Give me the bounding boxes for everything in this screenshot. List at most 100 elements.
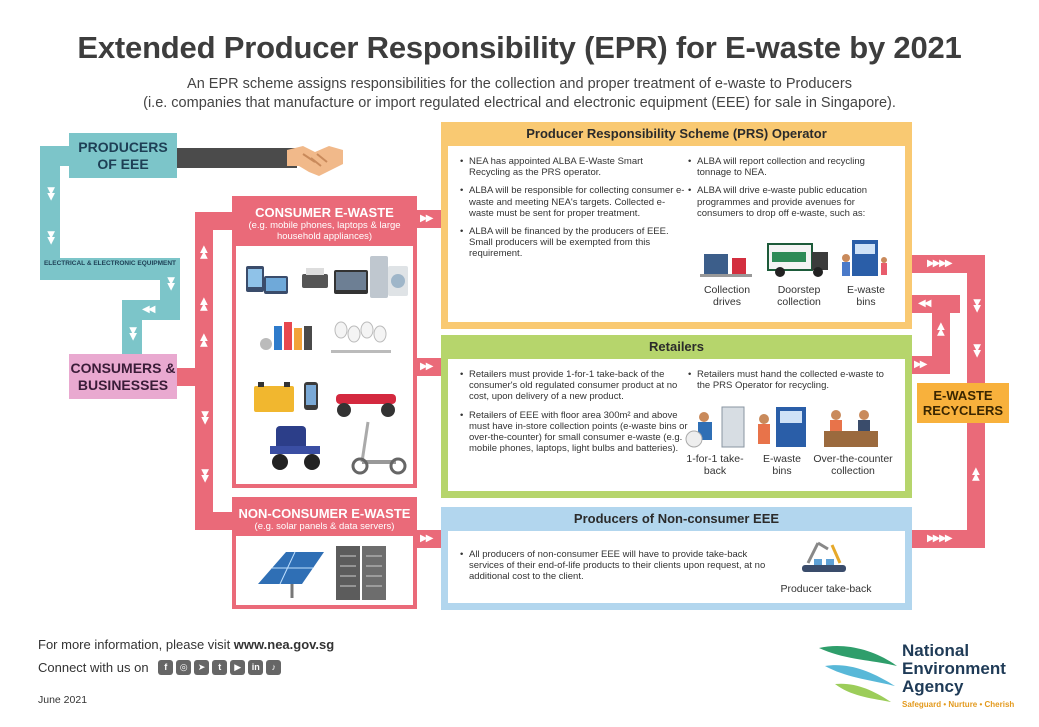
pink-arrow-return-to-prs: ◀◀ bbox=[918, 298, 931, 309]
retailers-bullet: Retailers must hand the collected e-wast… bbox=[688, 369, 898, 391]
doorstep-collection-truck-icon bbox=[767, 243, 828, 277]
nonconsumer-producers-body: All producers of non-consumer EEE will h… bbox=[448, 531, 905, 603]
telegram-icon[interactable]: ➤ bbox=[194, 660, 210, 676]
one-for-one-takeback-caption: 1-for-1 take-back bbox=[686, 453, 744, 477]
teal-lane-left-vertical bbox=[40, 146, 60, 276]
prs-right-bullets: ALBA will report collection and recyclin… bbox=[688, 156, 898, 226]
nea-website-link[interactable]: www.nea.gov.sg bbox=[233, 637, 335, 652]
e-waste-bins-icon bbox=[842, 240, 887, 276]
pink-arrow-up-1: ▶▶ bbox=[198, 247, 210, 259]
pink-arrow-retail-up: ▶▶ bbox=[935, 324, 947, 336]
teal-lane-right-vertical bbox=[160, 258, 180, 310]
producer-takeback-icon bbox=[802, 541, 846, 572]
connect-line: Connect with us on f◎➤t▶in♪ bbox=[38, 659, 284, 676]
pink-lane-right-vertical-top bbox=[967, 255, 985, 385]
pink-arrow-up-2: ▶▶ bbox=[198, 299, 210, 311]
tiktok-icon[interactable]: ♪ bbox=[266, 660, 282, 676]
more-info-text: For more information, please visit bbox=[38, 637, 234, 652]
subtitle-line-2: (i.e. companies that manufacture or impo… bbox=[143, 95, 896, 111]
pink-arrow-up-3: ▶▶ bbox=[198, 335, 210, 347]
teal-lane-mid-horizontal bbox=[40, 258, 180, 280]
consumer-ewaste-heading: CONSUMER E-WASTE bbox=[255, 205, 394, 220]
teal-arrow-2: ▶▶ bbox=[45, 231, 57, 243]
pink-lane-retail-out bbox=[910, 356, 950, 374]
twitter-icon[interactable]: t bbox=[212, 660, 228, 676]
e-waste-recyclers-node: E-WASTE RECYCLERS bbox=[917, 383, 1009, 423]
pink-lane-prs-out bbox=[910, 255, 985, 273]
retailers-bullet: Retailers of EEE with floor area 300m² a… bbox=[460, 410, 688, 455]
logo-line-2: Environment bbox=[902, 659, 1006, 678]
prs-operator-heading: Producer Responsibility Scheme (PRS) Ope… bbox=[526, 126, 827, 141]
collection-drives-caption: Collection drives bbox=[703, 284, 751, 308]
prs-bullet: ALBA will drive e-waste public education… bbox=[688, 185, 898, 219]
retailers-bullet: Retailers must provide 1-for-1 take-back… bbox=[460, 369, 688, 403]
nonconsumer-bullet: All producers of non-consumer EEE will h… bbox=[460, 549, 780, 583]
nonconsumer-ewaste-subheading: (e.g. solar panels & data servers) bbox=[254, 521, 395, 532]
retailers-right-bullets: Retailers must hand the collected e-wast… bbox=[688, 369, 898, 398]
consumer-ewaste-subheading: (e.g. mobile phones, laptops & large hou… bbox=[248, 220, 401, 242]
consumers-businesses-node: CONSUMERS & BUSINESSES bbox=[69, 354, 177, 399]
pink-arrow-to-prs: ▶▶ bbox=[420, 213, 433, 224]
pink-arrow-to-nonconsumer: ▶▶ bbox=[420, 533, 433, 544]
teal-arrow-1: ▶▶ bbox=[45, 187, 57, 199]
instagram-icon[interactable]: ◎ bbox=[176, 660, 192, 676]
pink-connector-to-prs bbox=[414, 210, 444, 228]
consumer-ewaste-illustration bbox=[246, 256, 408, 475]
teal-lane-down-to-consumers bbox=[122, 300, 142, 355]
pink-arrow-nonconsumer-out: ▶▶ ▶▶ bbox=[927, 533, 953, 544]
retail-e-waste-bins-icon bbox=[758, 407, 806, 447]
youtube-icon[interactable]: ▶ bbox=[230, 660, 246, 676]
subtitle-line-1: An EPR scheme assigns responsibilities f… bbox=[187, 76, 852, 92]
retailers-left-bullets: Retailers must provide 1-for-1 take-back… bbox=[460, 369, 688, 461]
pink-lane-left-vertical bbox=[195, 212, 213, 530]
pink-lane-nonconsumer-out bbox=[910, 530, 985, 548]
teal-arrow-3: ▶▶ bbox=[165, 277, 177, 289]
logo-line-3: Agency bbox=[902, 677, 964, 696]
pink-arrow-to-retailers: ▶▶ bbox=[420, 361, 433, 372]
prs-left-bullets: NEA has appointed ALBA E-Waste Smart Rec… bbox=[460, 156, 685, 267]
one-for-one-takeback-icon bbox=[685, 406, 745, 448]
pink-arrow-right-down-1: ▶▶ bbox=[971, 299, 983, 311]
collection-drives-icon bbox=[700, 254, 752, 277]
nonconsumer-ewaste-header: NON-CONSUMER E-WASTE (e.g. solar panels … bbox=[236, 501, 413, 536]
pink-arrow-down-2: ▶▶ bbox=[199, 469, 211, 481]
nonconsumer-ewaste-panel: NON-CONSUMER E-WASTE (e.g. solar panels … bbox=[232, 497, 417, 609]
retailers-body: Retailers must provide 1-for-1 take-back… bbox=[448, 359, 905, 491]
page-title: Extended Producer Responsibility (EPR) f… bbox=[77, 30, 962, 65]
pink-arrow-prs-out: ▶▶ ▶▶ bbox=[927, 258, 953, 269]
pink-lane-bottom-stub bbox=[195, 512, 235, 530]
nea-logo-mark bbox=[819, 646, 897, 702]
pink-connector-to-nonconsumer bbox=[414, 530, 444, 548]
prs-bullet: NEA has appointed ALBA E-Waste Smart Rec… bbox=[460, 156, 685, 178]
prs-operator-body: NEA has appointed ALBA E-Waste Smart Rec… bbox=[448, 146, 905, 322]
nonconsumer-producers-card: Producers of Non-consumer EEE All produc… bbox=[441, 507, 912, 610]
doorstep-collection-caption: Doorstep collection bbox=[777, 284, 821, 308]
over-the-counter-caption: Over-the-counter collection bbox=[813, 453, 893, 477]
nonconsumer-producers-heading: Producers of Non-consumer EEE bbox=[573, 511, 780, 526]
eee-flow-label: ELECTRICAL & ELECTRONIC EQUIPMENT bbox=[43, 260, 177, 267]
pink-arrow-retail-out: ▶▶ bbox=[914, 359, 927, 370]
retailers-card: Retailers Retailers must provide 1-for-1… bbox=[441, 335, 912, 498]
teal-lane-top-stub bbox=[40, 146, 70, 166]
linkedin-icon[interactable]: in bbox=[248, 660, 264, 676]
prs-operator-card: Producer Responsibility Scheme (PRS) Ope… bbox=[441, 122, 912, 329]
nonconsumer-ewaste-illustration bbox=[258, 546, 386, 600]
prs-bullet: ALBA will be responsible for collecting … bbox=[460, 185, 685, 219]
pink-lane-from-consumers bbox=[177, 368, 197, 386]
producer-takeback-caption: Producer take-back bbox=[780, 583, 872, 595]
nonconsumer-bullets: All producers of non-consumer EEE will h… bbox=[460, 549, 780, 590]
prs-bullet: ALBA will report collection and recyclin… bbox=[688, 156, 898, 178]
e-waste-bins-caption: E-waste bins bbox=[847, 284, 885, 308]
facebook-icon[interactable]: f bbox=[158, 660, 174, 676]
producers-of-eee-node: PRODUCERS OF EEE bbox=[69, 133, 177, 178]
retailers-heading: Retailers bbox=[649, 339, 704, 354]
handshake-bar bbox=[177, 148, 297, 168]
nea-logo-wordmark: National Environment Agency Safeguard • … bbox=[902, 642, 1014, 711]
connect-text: Connect with us on bbox=[38, 660, 149, 676]
pink-arrow-right-up: ▶▶ bbox=[970, 469, 982, 481]
more-info-line: For more information, please visit www.n… bbox=[38, 637, 334, 652]
logo-tagline: Safeguard • Nurture • Cherish bbox=[902, 700, 1015, 709]
pink-arrow-right-down-2: ▶▶ bbox=[971, 344, 983, 356]
teal-arrow-5: ▶▶ bbox=[127, 327, 139, 339]
publication-date: June 2021 bbox=[38, 694, 88, 706]
